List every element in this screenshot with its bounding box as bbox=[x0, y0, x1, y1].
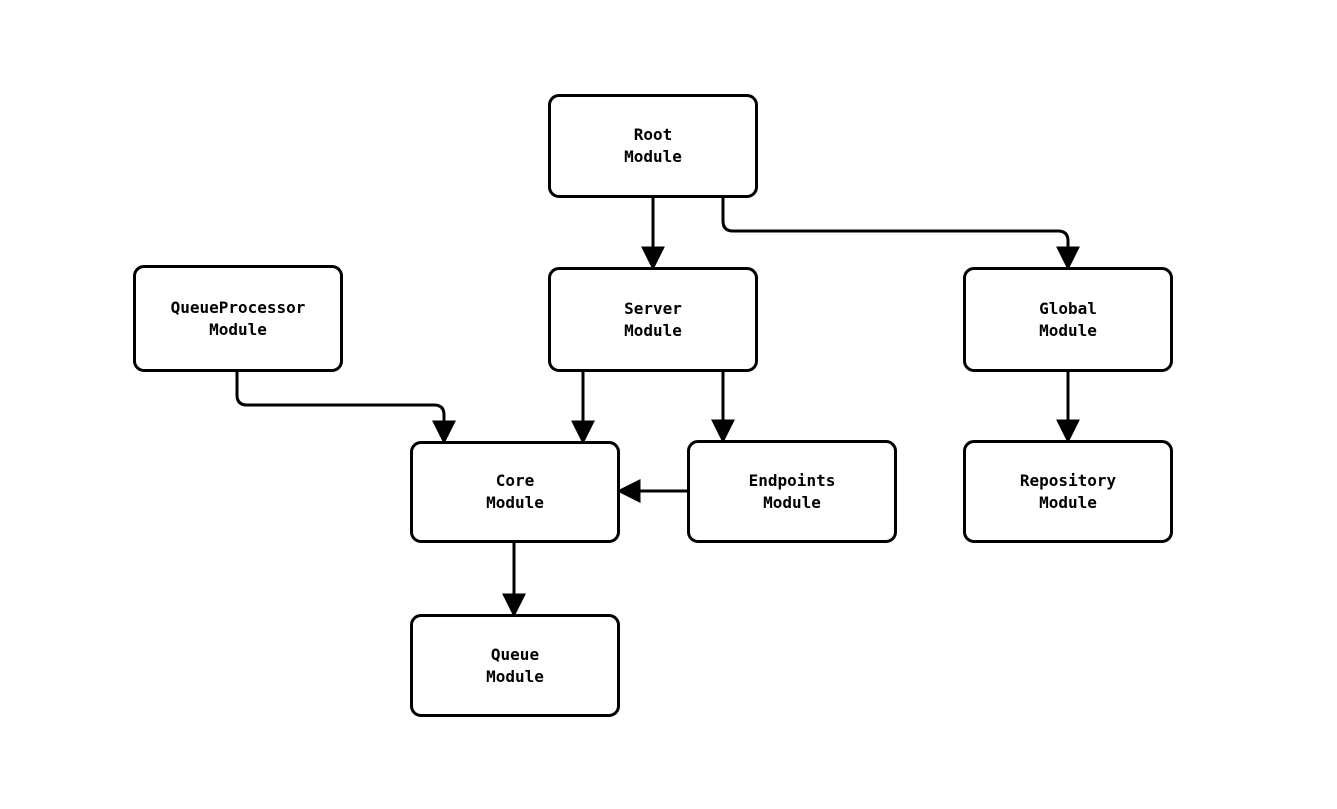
edge-root-global bbox=[721, 198, 1080, 271]
node-label: Root Module bbox=[624, 125, 682, 166]
node-repository-module[interactable]: Repository Module bbox=[963, 440, 1173, 543]
node-label: Endpoints Module bbox=[748, 470, 836, 512]
edge-queueprocessor-core bbox=[235, 372, 456, 445]
node-global-module[interactable]: Global Module bbox=[963, 267, 1173, 372]
node-endpoints-module[interactable]: Endpoints Module bbox=[687, 440, 897, 543]
node-label: Queue Module bbox=[486, 644, 544, 686]
node-server-module[interactable]: Server Module bbox=[548, 267, 758, 372]
node-queueprocessor-module[interactable]: QueueProcessor Module bbox=[133, 265, 343, 372]
node-root-module[interactable]: Root Module bbox=[548, 94, 758, 198]
node-label: Repository Module bbox=[1019, 470, 1117, 512]
node-queue-module[interactable]: Queue Module bbox=[410, 614, 620, 717]
node-label: Server Module bbox=[624, 298, 682, 340]
node-core-module[interactable]: Core Module bbox=[410, 441, 620, 543]
node-label: Global Module bbox=[1039, 298, 1097, 340]
node-label: Core Module bbox=[486, 471, 544, 512]
node-label: QueueProcessor Module bbox=[170, 297, 306, 339]
